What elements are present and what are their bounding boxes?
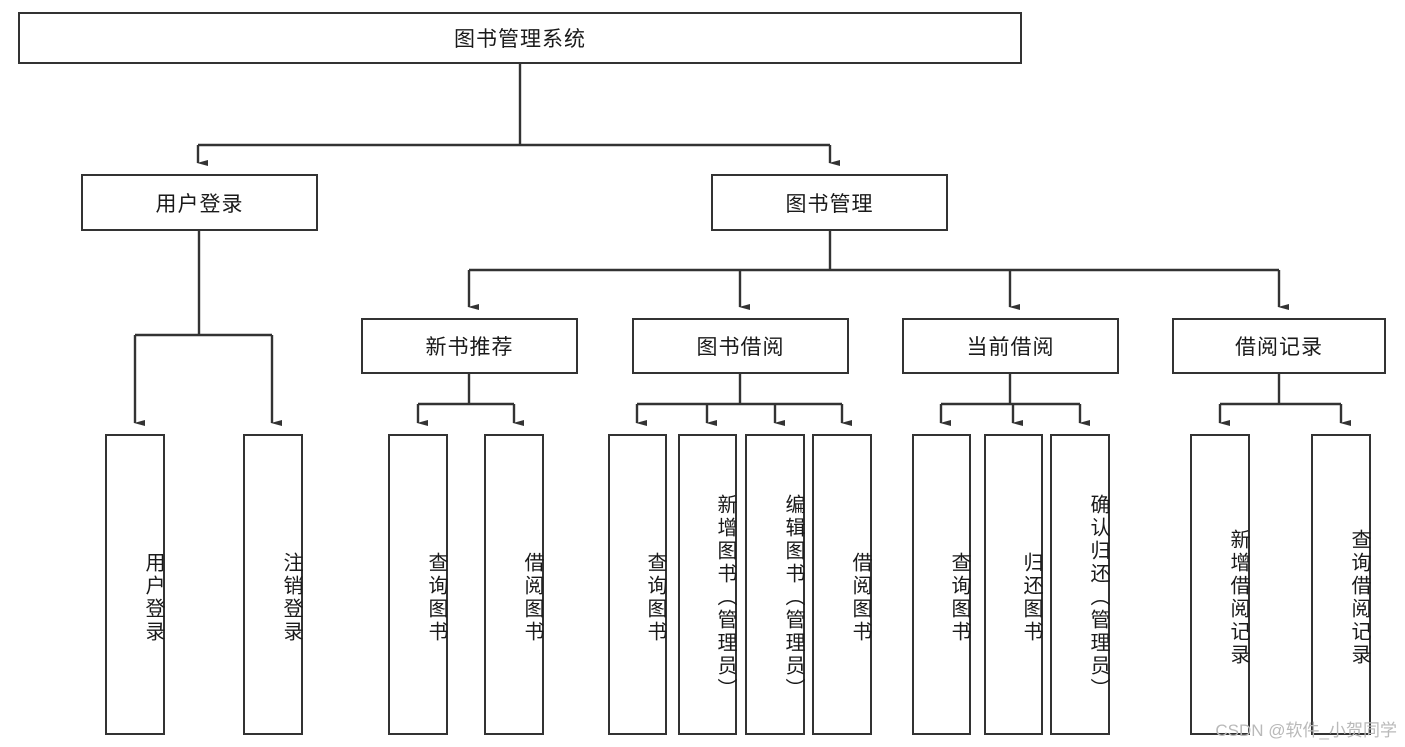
node-leaf-6[interactable]: 编辑图书（管理员） bbox=[745, 434, 805, 735]
tree-edges bbox=[133, 64, 1351, 426]
node-leaf-5-label: 新增图书（管理员） bbox=[714, 494, 736, 701]
node-leaf-0[interactable]: 用户登录 bbox=[105, 434, 165, 735]
node-level2-1-label: 图书管理 bbox=[785, 192, 874, 216]
node-leaf-7-label: 借阅图书 bbox=[849, 551, 871, 644]
node-leaf-10[interactable]: 确认归还（管理员） bbox=[1050, 434, 1110, 735]
node-leaf-2[interactable]: 查询图书 bbox=[388, 434, 448, 735]
node-root[interactable]: 图书管理系统 bbox=[18, 12, 1022, 64]
node-level2-0-label: 用户登录 bbox=[155, 192, 244, 216]
node-leaf-7[interactable]: 借阅图书 bbox=[812, 434, 872, 735]
node-leaf-9-label: 归还图书 bbox=[1020, 551, 1042, 644]
node-leaf-3-label: 借阅图书 bbox=[521, 551, 543, 644]
node-leaf-1[interactable]: 注销登录 bbox=[243, 434, 303, 735]
node-level3-2-label: 当前借阅 bbox=[966, 336, 1055, 359]
node-leaf-8[interactable]: 查询图书 bbox=[912, 434, 971, 735]
node-leaf-12[interactable]: 查询借阅记录 bbox=[1311, 434, 1371, 735]
node-leaf-0-label: 用户登录 bbox=[142, 551, 164, 644]
node-leaf-11[interactable]: 新增借阅记录 bbox=[1190, 434, 1250, 735]
node-leaf-4-label: 查询图书 bbox=[644, 551, 666, 644]
node-leaf-9[interactable]: 归还图书 bbox=[984, 434, 1043, 735]
watermark: CSDN @软件_小贺同学 bbox=[1215, 721, 1397, 740]
node-level3-1[interactable]: 图书借阅 bbox=[632, 318, 849, 374]
node-leaf-1-label: 注销登录 bbox=[280, 551, 302, 644]
node-level3-0[interactable]: 新书推荐 bbox=[361, 318, 578, 374]
node-leaf-5[interactable]: 新增图书（管理员） bbox=[678, 434, 737, 735]
node-leaf-8-label: 查询图书 bbox=[948, 551, 970, 644]
node-root-label: 图书管理系统 bbox=[454, 28, 586, 51]
node-leaf-10-label: 确认归还（管理员） bbox=[1087, 494, 1109, 701]
node-leaf-12-label: 查询借阅记录 bbox=[1348, 528, 1370, 667]
node-leaf-11-label: 新增借阅记录 bbox=[1227, 528, 1249, 667]
node-level3-2[interactable]: 当前借阅 bbox=[902, 318, 1119, 374]
node-leaf-4[interactable]: 查询图书 bbox=[608, 434, 667, 735]
node-level2-0[interactable]: 用户登录 bbox=[81, 174, 318, 231]
node-leaf-2-label: 查询图书 bbox=[425, 551, 447, 644]
node-leaf-6-label: 编辑图书（管理员） bbox=[782, 494, 804, 701]
node-level3-3-label: 借阅记录 bbox=[1235, 336, 1323, 359]
node-level2-1[interactable]: 图书管理 bbox=[711, 174, 948, 231]
node-level3-0-label: 新书推荐 bbox=[425, 336, 514, 359]
node-leaf-3[interactable]: 借阅图书 bbox=[484, 434, 544, 735]
node-level3-3[interactable]: 借阅记录 bbox=[1172, 318, 1386, 374]
node-level3-1-label: 图书借阅 bbox=[696, 336, 785, 359]
